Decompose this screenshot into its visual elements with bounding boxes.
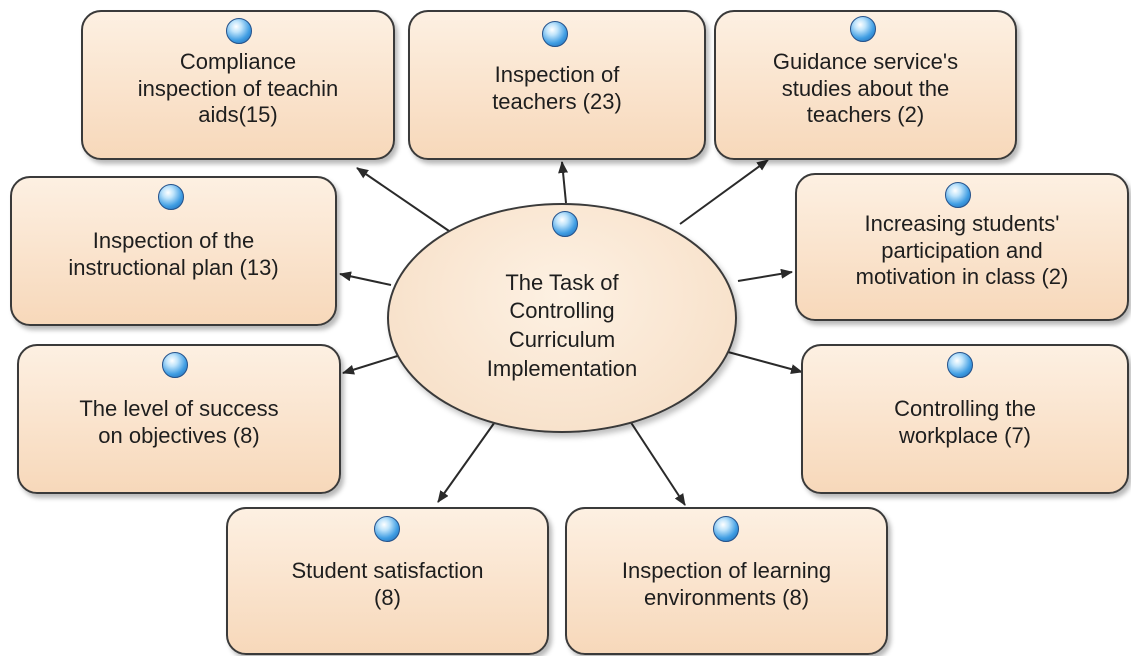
- blue-sphere-icon: [713, 516, 739, 542]
- node-label: Increasing students' participation and m…: [855, 210, 1069, 290]
- blue-sphere-icon: [226, 18, 252, 44]
- blue-sphere-icon: [158, 184, 184, 210]
- blue-sphere-icon: [850, 16, 876, 42]
- arrow-to-learning-environments: [627, 417, 686, 506]
- arrow-to-guidance-service: [679, 159, 769, 225]
- arrow-to-inspection-teachers: [558, 161, 569, 204]
- node-label: Inspection of teachers (23): [492, 62, 622, 114]
- blue-sphere-icon: [374, 516, 400, 542]
- central-node-label: The Task of Controlling Curriculum Imple…: [486, 269, 638, 381]
- node-label: Inspection of the instructional plan (13…: [68, 228, 279, 280]
- central-node[interactable]: The Task of Controlling Curriculum Imple…: [387, 203, 737, 433]
- node-label: Inspection of learning environments (8): [621, 558, 832, 610]
- blue-sphere-icon: [542, 21, 568, 47]
- node-label: Guidance service's studies about the tea…: [772, 48, 959, 128]
- arrow-to-instructional-plan: [339, 271, 392, 286]
- blue-sphere-icon: [552, 211, 578, 237]
- arrow-to-compliance-teaching-aids: [356, 167, 453, 234]
- arrow-to-student-satisfaction: [437, 411, 503, 503]
- blue-sphere-icon: [945, 182, 971, 208]
- node-label: The level of success on objectives (8): [79, 396, 279, 448]
- blue-sphere-icon: [947, 352, 973, 378]
- node-label: Controlling the workplace (7): [894, 396, 1036, 448]
- node-label: Compliance inspection of teachin aids(15…: [137, 48, 339, 128]
- arrow-to-controlling-workplace: [727, 351, 803, 374]
- node-label: Student satisfaction (8): [291, 558, 484, 610]
- arrow-to-increasing-participation: [737, 268, 793, 282]
- blue-sphere-icon: [162, 352, 188, 378]
